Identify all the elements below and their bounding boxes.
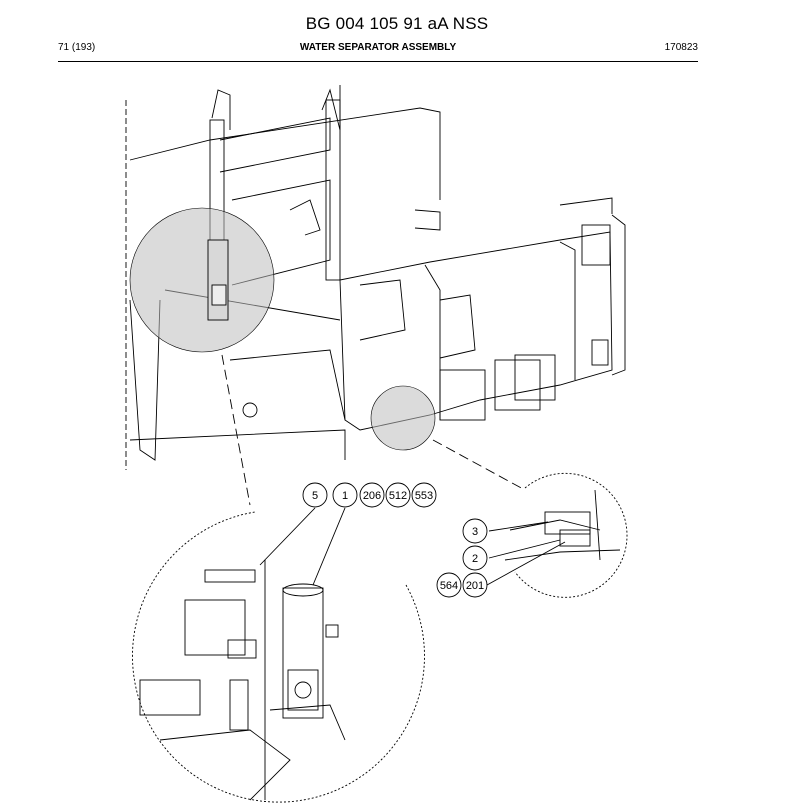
- document-code: BG 004 105 91 aA NSS: [305, 14, 489, 33]
- page-title: WATER SEPARATOR ASSEMBLY: [299, 42, 457, 53]
- callout-2-label: 2: [472, 553, 478, 565]
- callout-512: [385, 482, 411, 508]
- header-rule: [58, 61, 698, 62]
- page-number: 71 (193): [58, 42, 96, 53]
- callout-201: [462, 572, 488, 598]
- callout-553-label: 553: [415, 490, 433, 502]
- detail-view-small: [504, 472, 628, 598]
- callout-3-label: 3: [472, 526, 478, 538]
- document-date: 170823: [664, 42, 698, 53]
- callout-5-label: 5: [312, 490, 318, 502]
- callout-206-label: 206: [363, 490, 381, 502]
- callout-201-label: 201: [466, 580, 484, 592]
- callout-206: [359, 482, 385, 508]
- callout-512-label: 512: [389, 490, 407, 502]
- machine-frame-illustration: [125, 85, 626, 470]
- header-row: 71 (193) WATER SEPARATOR ASSEMBLY 170823: [58, 42, 698, 58]
- callout-553: [411, 482, 437, 508]
- callout-3: [462, 518, 488, 544]
- callout-1-label: 1: [342, 490, 348, 502]
- detail-view-large: [132, 511, 425, 803]
- detail-zone-lower: [370, 385, 436, 451]
- callout-1: [332, 482, 358, 508]
- callout-564: [436, 572, 462, 598]
- detail-zone-upper: [129, 207, 275, 353]
- callout-2: [462, 545, 488, 571]
- callout-5: [302, 482, 328, 508]
- callout-564-label: 564: [440, 580, 458, 592]
